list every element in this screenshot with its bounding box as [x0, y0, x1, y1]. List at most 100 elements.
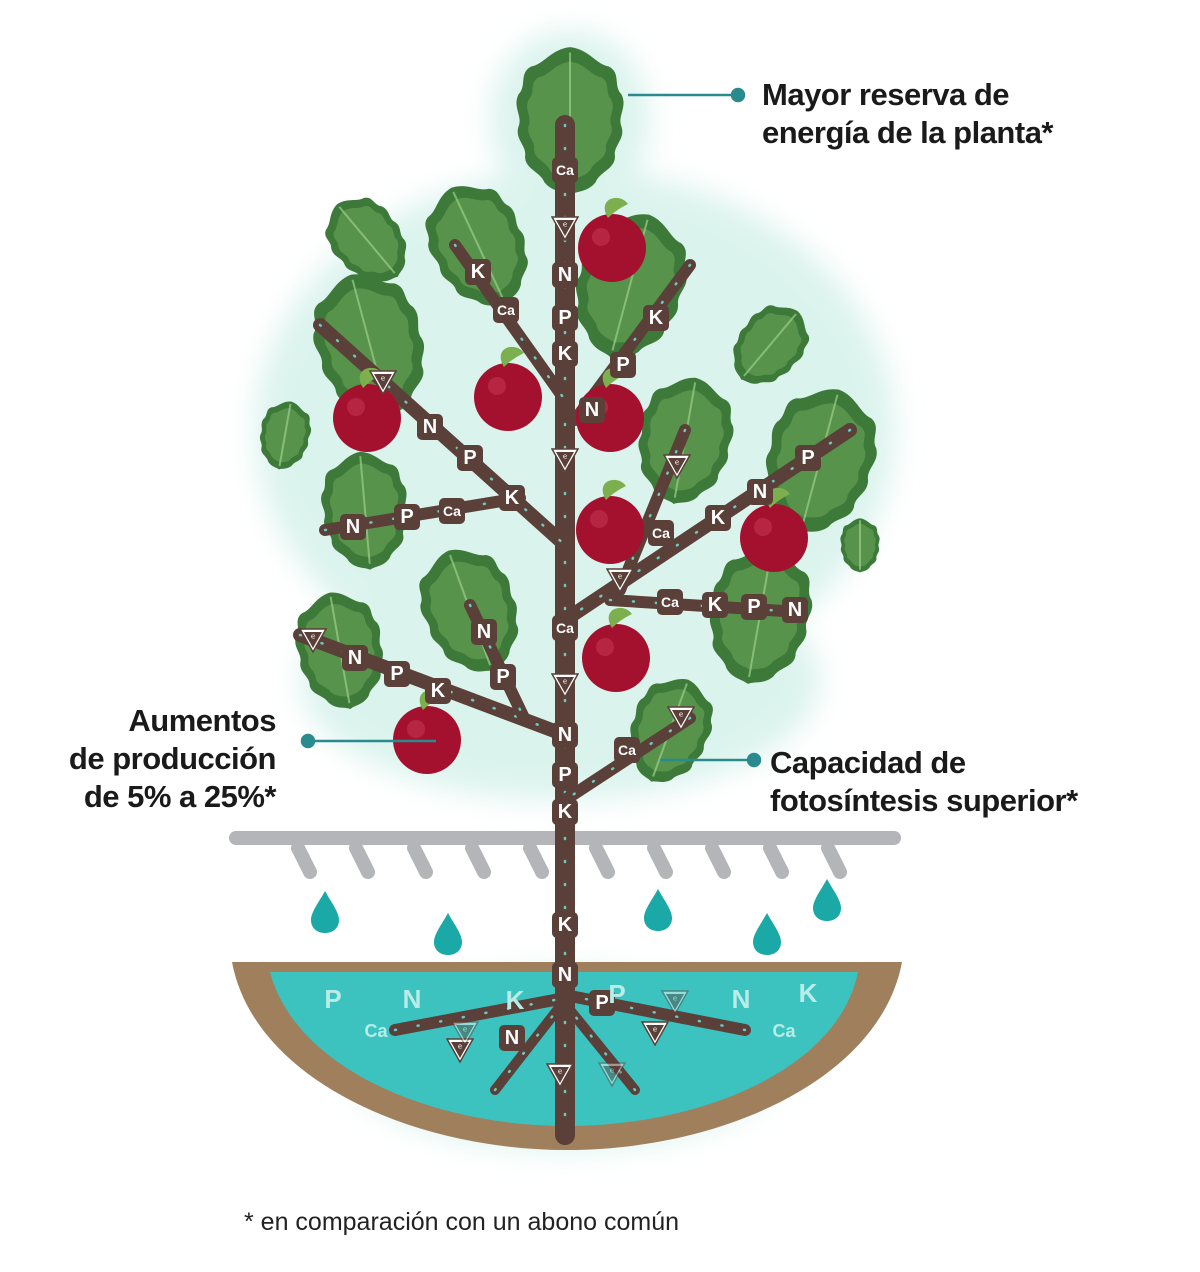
callout-text: Capacidad de [770, 745, 966, 780]
nutrient-label: Ca [772, 1021, 796, 1041]
svg-text:Ca: Ca [652, 525, 670, 541]
nutrient-label: Ca [552, 615, 578, 641]
nutrient-label: P [384, 661, 410, 687]
svg-text:P: P [801, 447, 814, 469]
leaf-icon [716, 290, 823, 401]
nutrient-label: N [403, 984, 422, 1014]
svg-text:N: N [423, 416, 437, 438]
fruit-icon [576, 479, 644, 564]
nutrient-label: N [417, 414, 443, 440]
nutrient-label: Ca [614, 737, 640, 763]
svg-text:P: P [400, 506, 413, 528]
branch [389, 992, 571, 1036]
nutrient-label: N [579, 397, 605, 423]
nutrient-label: N [552, 722, 578, 748]
svg-text:K: K [558, 914, 573, 936]
svg-text:P: P [463, 447, 476, 469]
svg-text:K: K [558, 801, 573, 823]
nutrient-label: N [732, 984, 751, 1014]
nutrient-label: K [552, 912, 578, 938]
nutrient-label: P [741, 594, 767, 620]
svg-text:N: N [348, 647, 362, 669]
svg-text:Ca: Ca [661, 594, 679, 610]
svg-text:N: N [788, 599, 802, 621]
water-drop-icon [753, 913, 781, 955]
nutrient-label: Ca [657, 589, 683, 615]
callout-text: de 5% a 25%* [83, 779, 277, 814]
nutrient-label: P [394, 504, 420, 530]
nutrient-label: Ca [439, 498, 465, 524]
svg-text:K: K [431, 680, 446, 702]
branch [490, 995, 570, 1095]
water-drop-icon [813, 879, 841, 921]
svg-text:P: P [558, 764, 571, 786]
svg-text:K: K [505, 487, 520, 509]
nutrient-label: Ca [648, 520, 674, 546]
svg-text:N: N [346, 516, 360, 538]
svg-text:Ca: Ca [497, 302, 515, 318]
branch-dots [563, 716, 692, 802]
footnote: * en comparación con un abono común [244, 1208, 680, 1236]
nutrient-label: K [506, 985, 525, 1015]
leaf-icon [254, 397, 316, 474]
nutrient-label: K [499, 485, 525, 511]
leaf-icon [840, 518, 880, 573]
nutrient-label: P [324, 984, 341, 1014]
nutrient-label: N [552, 962, 578, 988]
branch-dots [563, 993, 747, 1032]
nutrient-label: P [457, 445, 483, 471]
svg-text:N: N [558, 264, 572, 286]
nutrient-label: K [799, 978, 818, 1008]
callout-lines [300, 87, 762, 768]
callout-energy-reserve: Mayor reserva de energía de la planta* [762, 76, 1054, 152]
leaf-icon [310, 182, 425, 299]
water-drop-icon [644, 889, 672, 931]
svg-text:K: K [708, 594, 723, 616]
leaf-icon [317, 448, 413, 574]
svg-text:P: P [595, 992, 608, 1014]
nutrient-label: N [552, 262, 578, 288]
callout-text: energía de la planta* [762, 115, 1054, 150]
svg-text:N: N [505, 1027, 519, 1049]
nutrient-label: P [552, 305, 578, 331]
svg-text:Ca: Ca [556, 162, 574, 178]
svg-text:N: N [477, 621, 491, 643]
fruit-icon [582, 607, 650, 692]
svg-text:P: P [747, 596, 760, 618]
svg-text:K: K [471, 261, 486, 283]
svg-text:Ca: Ca [556, 620, 574, 636]
callout-text: de producción [68, 741, 277, 776]
svg-text:K: K [711, 507, 726, 529]
svg-text:P: P [390, 663, 403, 685]
nutrient-label: N [747, 479, 773, 505]
water-drop-icon [311, 891, 339, 933]
svg-text:Ca: Ca [443, 503, 461, 519]
callout-text: Aumentos [128, 703, 276, 738]
nutrient-label: N [340, 514, 366, 540]
svg-text:N: N [753, 481, 767, 503]
svg-text:Ca: Ca [618, 742, 636, 758]
callout-text: Mayor reserva de [762, 77, 1010, 112]
nutrient-label: N [499, 1025, 525, 1051]
nutrient-label: K [465, 259, 491, 285]
nutrient-label: K [643, 305, 669, 331]
svg-text:P: P [496, 666, 509, 688]
leaf-icon [409, 168, 548, 324]
nutrient-label: Ca [493, 297, 519, 323]
fruit-icon [333, 367, 401, 452]
svg-text:K: K [649, 307, 664, 329]
nutrient-label: Ca [552, 157, 578, 183]
nutrient-label: N [342, 645, 368, 671]
svg-text:K: K [558, 343, 573, 365]
fruits [333, 197, 808, 774]
branch [565, 1005, 640, 1095]
nutrient-label: P [490, 664, 516, 690]
svg-text:N: N [558, 724, 572, 746]
water-drop-icon [434, 913, 462, 955]
nutrient-label: P [608, 979, 625, 1009]
nutrient-label: P [589, 990, 615, 1016]
nutrient-label: K [705, 505, 731, 531]
nutrient-label: K [552, 341, 578, 367]
